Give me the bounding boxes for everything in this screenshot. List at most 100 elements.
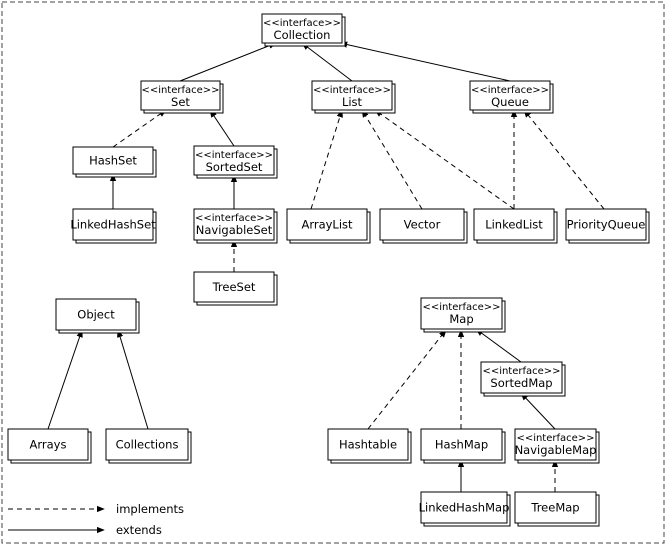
node-label: Vector bbox=[404, 218, 441, 232]
node-label: HashSet bbox=[89, 154, 137, 168]
node-collections: Collections bbox=[105, 428, 192, 464]
node-vector: Vector bbox=[379, 208, 468, 244]
edge-arrays-extends-object bbox=[47, 329, 83, 430]
legend-label-implements: implements bbox=[116, 502, 184, 516]
node-label: LinkedHashMap bbox=[419, 501, 510, 515]
edge-navigablemap-extends-sortedmap bbox=[520, 392, 556, 430]
edges-layer bbox=[47, 41, 605, 492]
node-label: Set bbox=[171, 95, 190, 109]
edge-queue-extends-collection bbox=[339, 41, 511, 82]
node-box bbox=[72, 208, 154, 241]
node-stereotype: <<interface>> bbox=[422, 302, 500, 313]
node-stereotype: <<interface>> bbox=[471, 85, 549, 96]
node-stereotype: <<interface>> bbox=[313, 85, 391, 96]
node-box bbox=[473, 208, 555, 241]
edge-priorityqueue-implements-queue bbox=[523, 109, 605, 210]
node-box bbox=[72, 146, 154, 175]
edge-linkedlist-implements-list bbox=[374, 109, 515, 210]
node-box bbox=[420, 428, 503, 461]
node-box bbox=[514, 491, 597, 524]
legend-label-extends: extends bbox=[116, 523, 162, 537]
node-stereotype: <<interface>> bbox=[482, 366, 560, 377]
node-linkedlist: LinkedList bbox=[473, 208, 558, 244]
node-stereotype: <<interface>> bbox=[516, 433, 594, 444]
node-label: TreeSet bbox=[212, 280, 256, 294]
legend-item-implements: implements bbox=[8, 502, 184, 516]
node-box bbox=[193, 145, 275, 176]
node-label: ArrayList bbox=[301, 218, 353, 232]
node-stereotype: <<interface>> bbox=[141, 85, 219, 96]
node-list: <<interface>>List bbox=[311, 80, 396, 114]
node-label: NavigableMap bbox=[515, 443, 597, 457]
node-label: Hashtable bbox=[339, 438, 397, 452]
edge-set-extends-collection bbox=[179, 42, 277, 82]
node-treeset: TreeSet bbox=[193, 271, 278, 306]
node-sortedmap: <<interface>>SortedMap bbox=[480, 361, 566, 397]
node-treemap: TreeMap bbox=[514, 491, 600, 527]
node-label: Map bbox=[449, 312, 473, 326]
node-collection: <<interface>>Collection bbox=[261, 13, 346, 47]
node-label: SortedSet bbox=[206, 160, 263, 174]
node-label: Object bbox=[77, 308, 115, 322]
node-box bbox=[261, 13, 343, 44]
node-box bbox=[469, 80, 551, 111]
edge-sortedset-extends-set bbox=[209, 109, 235, 147]
node-box bbox=[286, 208, 368, 241]
edge-list-extends-collection bbox=[301, 42, 353, 82]
node-object: Object bbox=[55, 298, 140, 334]
edge-sortedmap-extends-map bbox=[475, 328, 522, 363]
edge-vector-implements-list bbox=[361, 109, 423, 210]
node-label: Collections bbox=[116, 438, 179, 452]
node-label: LinkedList bbox=[485, 218, 543, 232]
node-label: List bbox=[342, 95, 363, 109]
node-linkedhashset: LinkedHashSet bbox=[70, 208, 157, 244]
node-priorityqueue: PriorityQueue bbox=[565, 208, 650, 244]
edge-collections-extends-object bbox=[117, 329, 149, 430]
edge-arraylist-implements-list bbox=[310, 109, 343, 210]
node-box bbox=[193, 271, 275, 303]
legend-item-extends: extends bbox=[8, 523, 162, 537]
node-stereotype: <<interface>> bbox=[263, 18, 341, 29]
node-arraylist: ArrayList bbox=[286, 208, 371, 244]
node-label: Collection bbox=[274, 28, 331, 42]
node-hashtable: Hashtable bbox=[327, 428, 412, 464]
node-box bbox=[379, 208, 465, 241]
node-box bbox=[514, 428, 597, 461]
node-navigableset: <<interface>>NavigableSet bbox=[193, 208, 278, 244]
node-box bbox=[420, 491, 508, 524]
node-label: NavigableSet bbox=[196, 223, 273, 237]
node-navigablemap: <<interface>>NavigableMap bbox=[514, 428, 600, 464]
node-box bbox=[55, 298, 137, 331]
node-stereotype: <<interface>> bbox=[195, 213, 273, 224]
node-hashset: HashSet bbox=[72, 146, 157, 178]
node-box bbox=[7, 428, 89, 461]
node-box bbox=[140, 80, 221, 111]
node-arrays: Arrays bbox=[7, 428, 92, 464]
node-box bbox=[565, 208, 647, 241]
nodes-layer: <<interface>>Collection<<interface>>Set<… bbox=[7, 13, 650, 527]
node-label: HashMap bbox=[435, 438, 488, 452]
node-box bbox=[327, 428, 409, 461]
node-box bbox=[193, 208, 275, 241]
node-label: PriorityQueue bbox=[567, 218, 646, 232]
node-label: Arrays bbox=[30, 438, 67, 452]
node-queue: <<interface>>Queue bbox=[469, 80, 554, 114]
node-label: LinkedHashSet bbox=[70, 218, 156, 232]
node-label: Queue bbox=[491, 95, 529, 109]
node-set: <<interface>>Set bbox=[140, 80, 224, 114]
node-map: <<interface>>Map bbox=[420, 297, 506, 333]
node-box bbox=[311, 80, 393, 111]
node-linkedhashmap: LinkedHashMap bbox=[419, 491, 511, 527]
node-box bbox=[480, 361, 563, 394]
edge-hashtable-implements-map bbox=[367, 329, 447, 430]
node-label: SortedMap bbox=[490, 376, 552, 390]
legend: implements extends bbox=[8, 502, 184, 537]
node-stereotype: <<interface>> bbox=[195, 150, 273, 161]
node-box bbox=[420, 297, 503, 330]
node-sortedset: <<interface>>SortedSet bbox=[193, 145, 278, 179]
node-label: TreeMap bbox=[530, 501, 579, 515]
edge-hashset-implements-set bbox=[112, 109, 167, 148]
node-box bbox=[105, 428, 189, 461]
